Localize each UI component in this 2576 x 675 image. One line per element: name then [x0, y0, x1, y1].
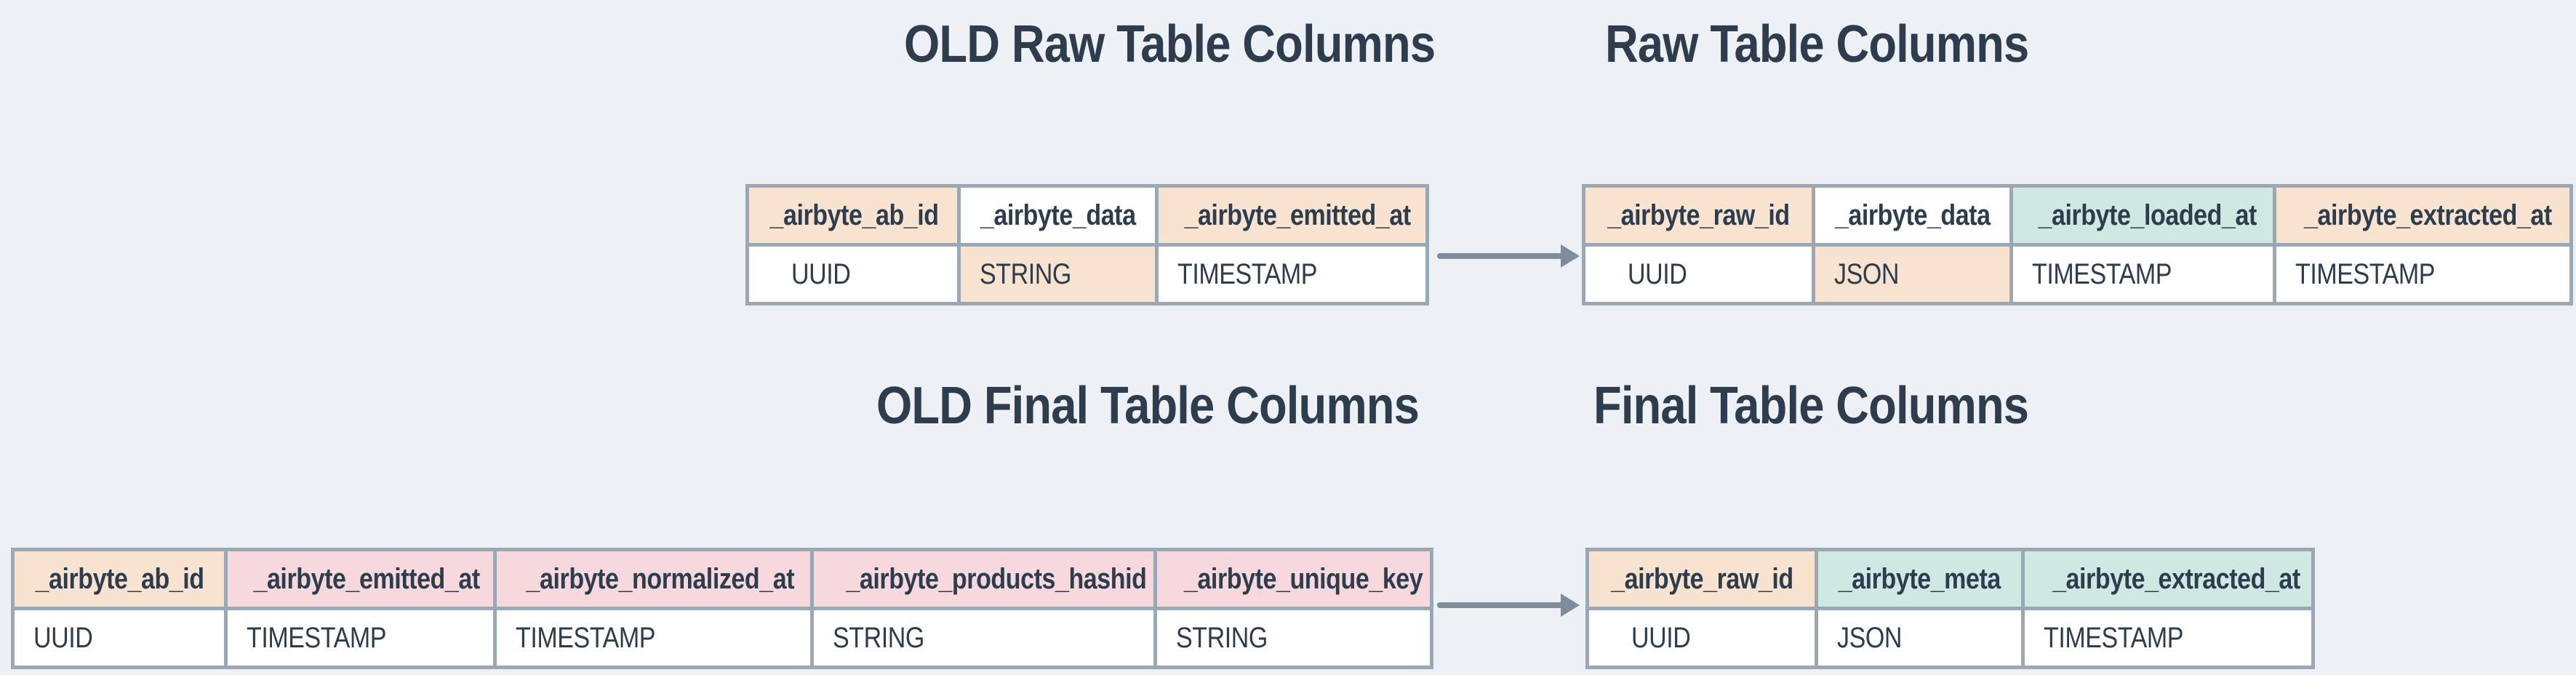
column-type-cell: JSON — [1812, 243, 2013, 305]
column-type-cell: TIMESTAMP — [2009, 243, 2276, 305]
header-row: _airbyte_ab_id _airbyte_data _airbyte_emit… — [745, 184, 1429, 247]
column-type-cell: TIMESTAMP — [2273, 243, 2573, 305]
column-type-cell: UUID — [745, 243, 961, 305]
column-type-cell: TIMESTAMP — [224, 607, 497, 669]
column-header-cell: _airbyte_extracted_at — [2273, 184, 2573, 247]
right-arrow-icon — [1437, 241, 1580, 271]
column-type-label: UUID — [33, 621, 93, 654]
schema-table: _airbyte_ab_id _airbyte_emitted_at _airbyt… — [11, 548, 1433, 669]
title-text: OLD Final Table Columns — [876, 377, 1420, 435]
column-header-cell: _airbyte_raw_id — [1585, 548, 1818, 610]
column-header-cell: _airbyte_ab_id — [745, 184, 961, 247]
schema-table: _airbyte_raw_id _airbyte_meta _airbyte_ext… — [1585, 548, 2315, 669]
column-header-cell: _airbyte_data — [1812, 184, 2013, 247]
column-type-label: TIMESTAMP — [2044, 621, 2183, 654]
old-final-columns-table: _airbyte_ab_id _airbyte_emitted_at _airbyt… — [11, 548, 1433, 669]
column-header-label: _airbyte_extracted_at — [2052, 562, 2300, 595]
column-header-cell: _airbyte_meta — [1815, 548, 2025, 610]
type-row: UUID TIMESTAMP TIMESTAMP STRING STRING — [11, 607, 1433, 669]
column-type-cell: JSON — [1815, 607, 2025, 669]
old-final-table-columns-title: OLD Final Table Columns — [876, 376, 1493, 436]
column-header-cell: _airbyte_emitted_at — [224, 548, 497, 610]
column-header-cell: _airbyte_raw_id — [1582, 184, 1815, 247]
schema-table: _airbyte_raw_id _airbyte_data _airbyte_loa… — [1582, 184, 2573, 305]
arrow-head — [1561, 244, 1580, 268]
column-type-cell: UUID — [1585, 607, 1818, 669]
column-type-label: TIMESTAMP — [516, 621, 655, 654]
column-header-cell: _airbyte_data — [957, 184, 1159, 247]
title-text: Raw Table Columns — [1605, 15, 2029, 73]
header-row: _airbyte_raw_id _airbyte_meta _airbyte_ext… — [1585, 548, 2315, 610]
right-arrow-icon — [1437, 591, 1580, 620]
arrow-shaft — [1437, 253, 1564, 259]
type-row: UUID JSON TIMESTAMP TIMESTAMP — [1582, 243, 2573, 305]
column-header-label: _airbyte_normalized_at — [526, 562, 795, 595]
column-type-label: UUID — [1631, 621, 1691, 654]
column-header-label: _airbyte_emitted_at — [1184, 199, 1411, 231]
column-type-label: STRING — [1176, 621, 1268, 654]
header-row: _airbyte_raw_id _airbyte_data _airbyte_loa… — [1582, 184, 2573, 247]
column-header-label: _airbyte_ab_id — [35, 562, 204, 595]
title-text: Final Table Columns — [1593, 377, 2029, 435]
column-type-cell: UUID — [1582, 243, 1815, 305]
column-header-cell: _airbyte_ab_id — [11, 548, 228, 610]
old-raw-columns-table: _airbyte_ab_id _airbyte_data _airbyte_emit… — [745, 184, 1429, 305]
column-header-cell: _airbyte_unique_key — [1153, 548, 1433, 610]
column-type-label: STRING — [833, 621, 924, 654]
column-type-cell: STRING — [810, 607, 1157, 669]
column-header-label: _airbyte_loaded_at — [2038, 199, 2257, 231]
column-header-label: _airbyte_products_hashid — [846, 562, 1147, 595]
raw-table-columns-title: Raw Table Columns — [1605, 15, 2087, 74]
column-type-cell: UUID — [11, 607, 228, 669]
column-header-cell: _airbyte_emitted_at — [1155, 184, 1429, 247]
type-row: UUID JSON TIMESTAMP — [1585, 607, 2315, 669]
column-header-label: _airbyte_meta — [1838, 562, 2001, 595]
column-header-label: _airbyte_extracted_at — [2304, 199, 2552, 231]
column-type-cell: TIMESTAMP — [1155, 243, 1429, 305]
column-type-label: JSON — [1834, 257, 1899, 290]
column-type-label: TIMESTAMP — [2032, 257, 2172, 290]
column-type-cell: TIMESTAMP — [493, 607, 814, 669]
column-type-label: UUID — [791, 257, 851, 290]
column-type-label: JSON — [1837, 621, 1902, 654]
arrow-shaft — [1437, 602, 1564, 608]
column-header-label: _airbyte_raw_id — [1607, 199, 1790, 231]
column-header-cell: _airbyte_loaded_at — [2009, 184, 2276, 247]
column-header-label: _airbyte_emitted_at — [253, 562, 480, 595]
column-type-label: TIMESTAMP — [2295, 257, 2435, 290]
title-text: OLD Raw Table Columns — [904, 15, 1436, 73]
column-header-label: _airbyte_data — [1834, 199, 1991, 231]
header-row: _airbyte_ab_id _airbyte_emitted_at _airbyt… — [11, 548, 1433, 610]
type-row: UUID STRING TIMESTAMP — [745, 243, 1429, 305]
column-type-cell: TIMESTAMP — [2021, 607, 2315, 669]
column-header-label: _airbyte_data — [980, 199, 1136, 231]
column-type-label: UUID — [1628, 257, 1687, 290]
column-type-label: TIMESTAMP — [1177, 257, 1317, 290]
column-type-cell: STRING — [1153, 607, 1433, 669]
column-header-label: _airbyte_unique_key — [1183, 562, 1423, 595]
column-type-label: STRING — [980, 257, 1071, 290]
schema-table: _airbyte_ab_id _airbyte_data _airbyte_emit… — [745, 184, 1429, 305]
column-header-cell: _airbyte_products_hashid — [810, 548, 1157, 610]
column-header-label: _airbyte_ab_id — [769, 199, 939, 231]
final-columns-table: _airbyte_raw_id _airbyte_meta _airbyte_ext… — [1585, 548, 2315, 669]
final-table-columns-title: Final Table Columns — [1593, 376, 2088, 436]
column-header-cell: _airbyte_normalized_at — [493, 548, 814, 610]
column-header-cell: _airbyte_extracted_at — [2021, 548, 2315, 610]
raw-columns-table: _airbyte_raw_id _airbyte_data _airbyte_loa… — [1582, 184, 2573, 305]
old-raw-table-columns-title: OLD Raw Table Columns — [904, 15, 1508, 74]
column-header-label: _airbyte_raw_id — [1611, 562, 1793, 595]
arrow-head — [1561, 594, 1580, 617]
column-type-label: TIMESTAMP — [247, 621, 386, 654]
column-type-cell: STRING — [957, 243, 1159, 305]
